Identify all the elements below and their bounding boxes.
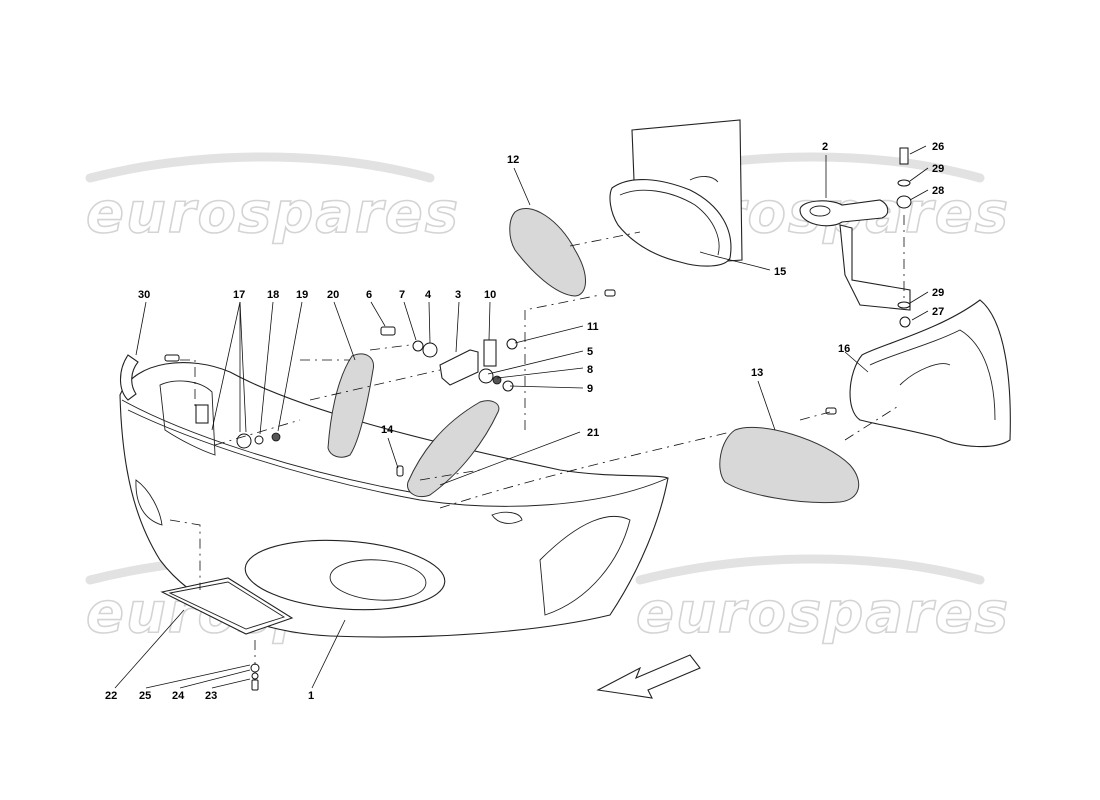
direction-arrow-icon: [596, 654, 701, 699]
callout-6: 6: [366, 289, 372, 301]
lower-radiator-grille-part: [719, 426, 860, 504]
upper-radiator-grille-part: [509, 207, 586, 297]
callout-3: 3: [455, 289, 461, 301]
leader-lines: [114, 145, 929, 689]
callout-21: 21: [587, 427, 599, 439]
callout-1: 1: [308, 690, 314, 702]
support-bracket-part: [839, 224, 911, 311]
right-grille-part: [407, 400, 500, 497]
upper-duct-part: [609, 119, 743, 267]
callout-9: 9: [587, 383, 593, 395]
watermark-text: eurospares: [86, 181, 460, 246]
callout-29-lower: 29: [932, 287, 944, 299]
callout-17: 17: [233, 289, 245, 301]
callout-15: 15: [774, 266, 786, 278]
callout-14: 14: [381, 424, 394, 436]
callout-18: 18: [267, 289, 279, 301]
callout-labels: 1 2 3 4 5 6 7 8 9 10 11 12 13 14 15 16 1…: [105, 141, 944, 702]
callout-4: 4: [425, 289, 432, 301]
undertray-hardware-group: [250, 663, 260, 691]
callout-29-upper: 29: [932, 163, 944, 175]
callout-20: 20: [327, 289, 339, 301]
right-hardware-group: [396, 147, 912, 477]
watermark-text: eurospares: [636, 581, 1010, 646]
lower-duct-part: [849, 299, 1011, 448]
hose-part: [119, 354, 139, 401]
callout-28: 28: [932, 185, 944, 197]
callout-30: 30: [138, 289, 150, 301]
callout-10: 10: [484, 289, 496, 301]
callout-24: 24: [172, 690, 185, 702]
callout-8: 8: [587, 364, 593, 376]
callout-26: 26: [932, 141, 944, 153]
callout-11: 11: [587, 321, 599, 333]
callout-2: 2: [822, 141, 828, 153]
callout-12: 12: [507, 154, 519, 166]
callout-7: 7: [399, 289, 405, 301]
callout-27: 27: [932, 306, 944, 318]
callout-16: 16: [838, 343, 850, 355]
ring-bracket-part: [799, 199, 889, 227]
left-grille-part: [327, 353, 375, 458]
callout-25: 25: [139, 690, 151, 702]
front-bumper-part: [119, 362, 669, 638]
callout-19: 19: [296, 289, 308, 301]
callout-5: 5: [587, 346, 593, 358]
callout-22: 22: [105, 690, 117, 702]
undertray-plate-part: [160, 577, 294, 635]
callout-23: 23: [205, 690, 217, 702]
callout-13: 13: [751, 367, 763, 379]
assembly-lines: [169, 215, 905, 665]
mount-hardware-group: [380, 326, 518, 392]
